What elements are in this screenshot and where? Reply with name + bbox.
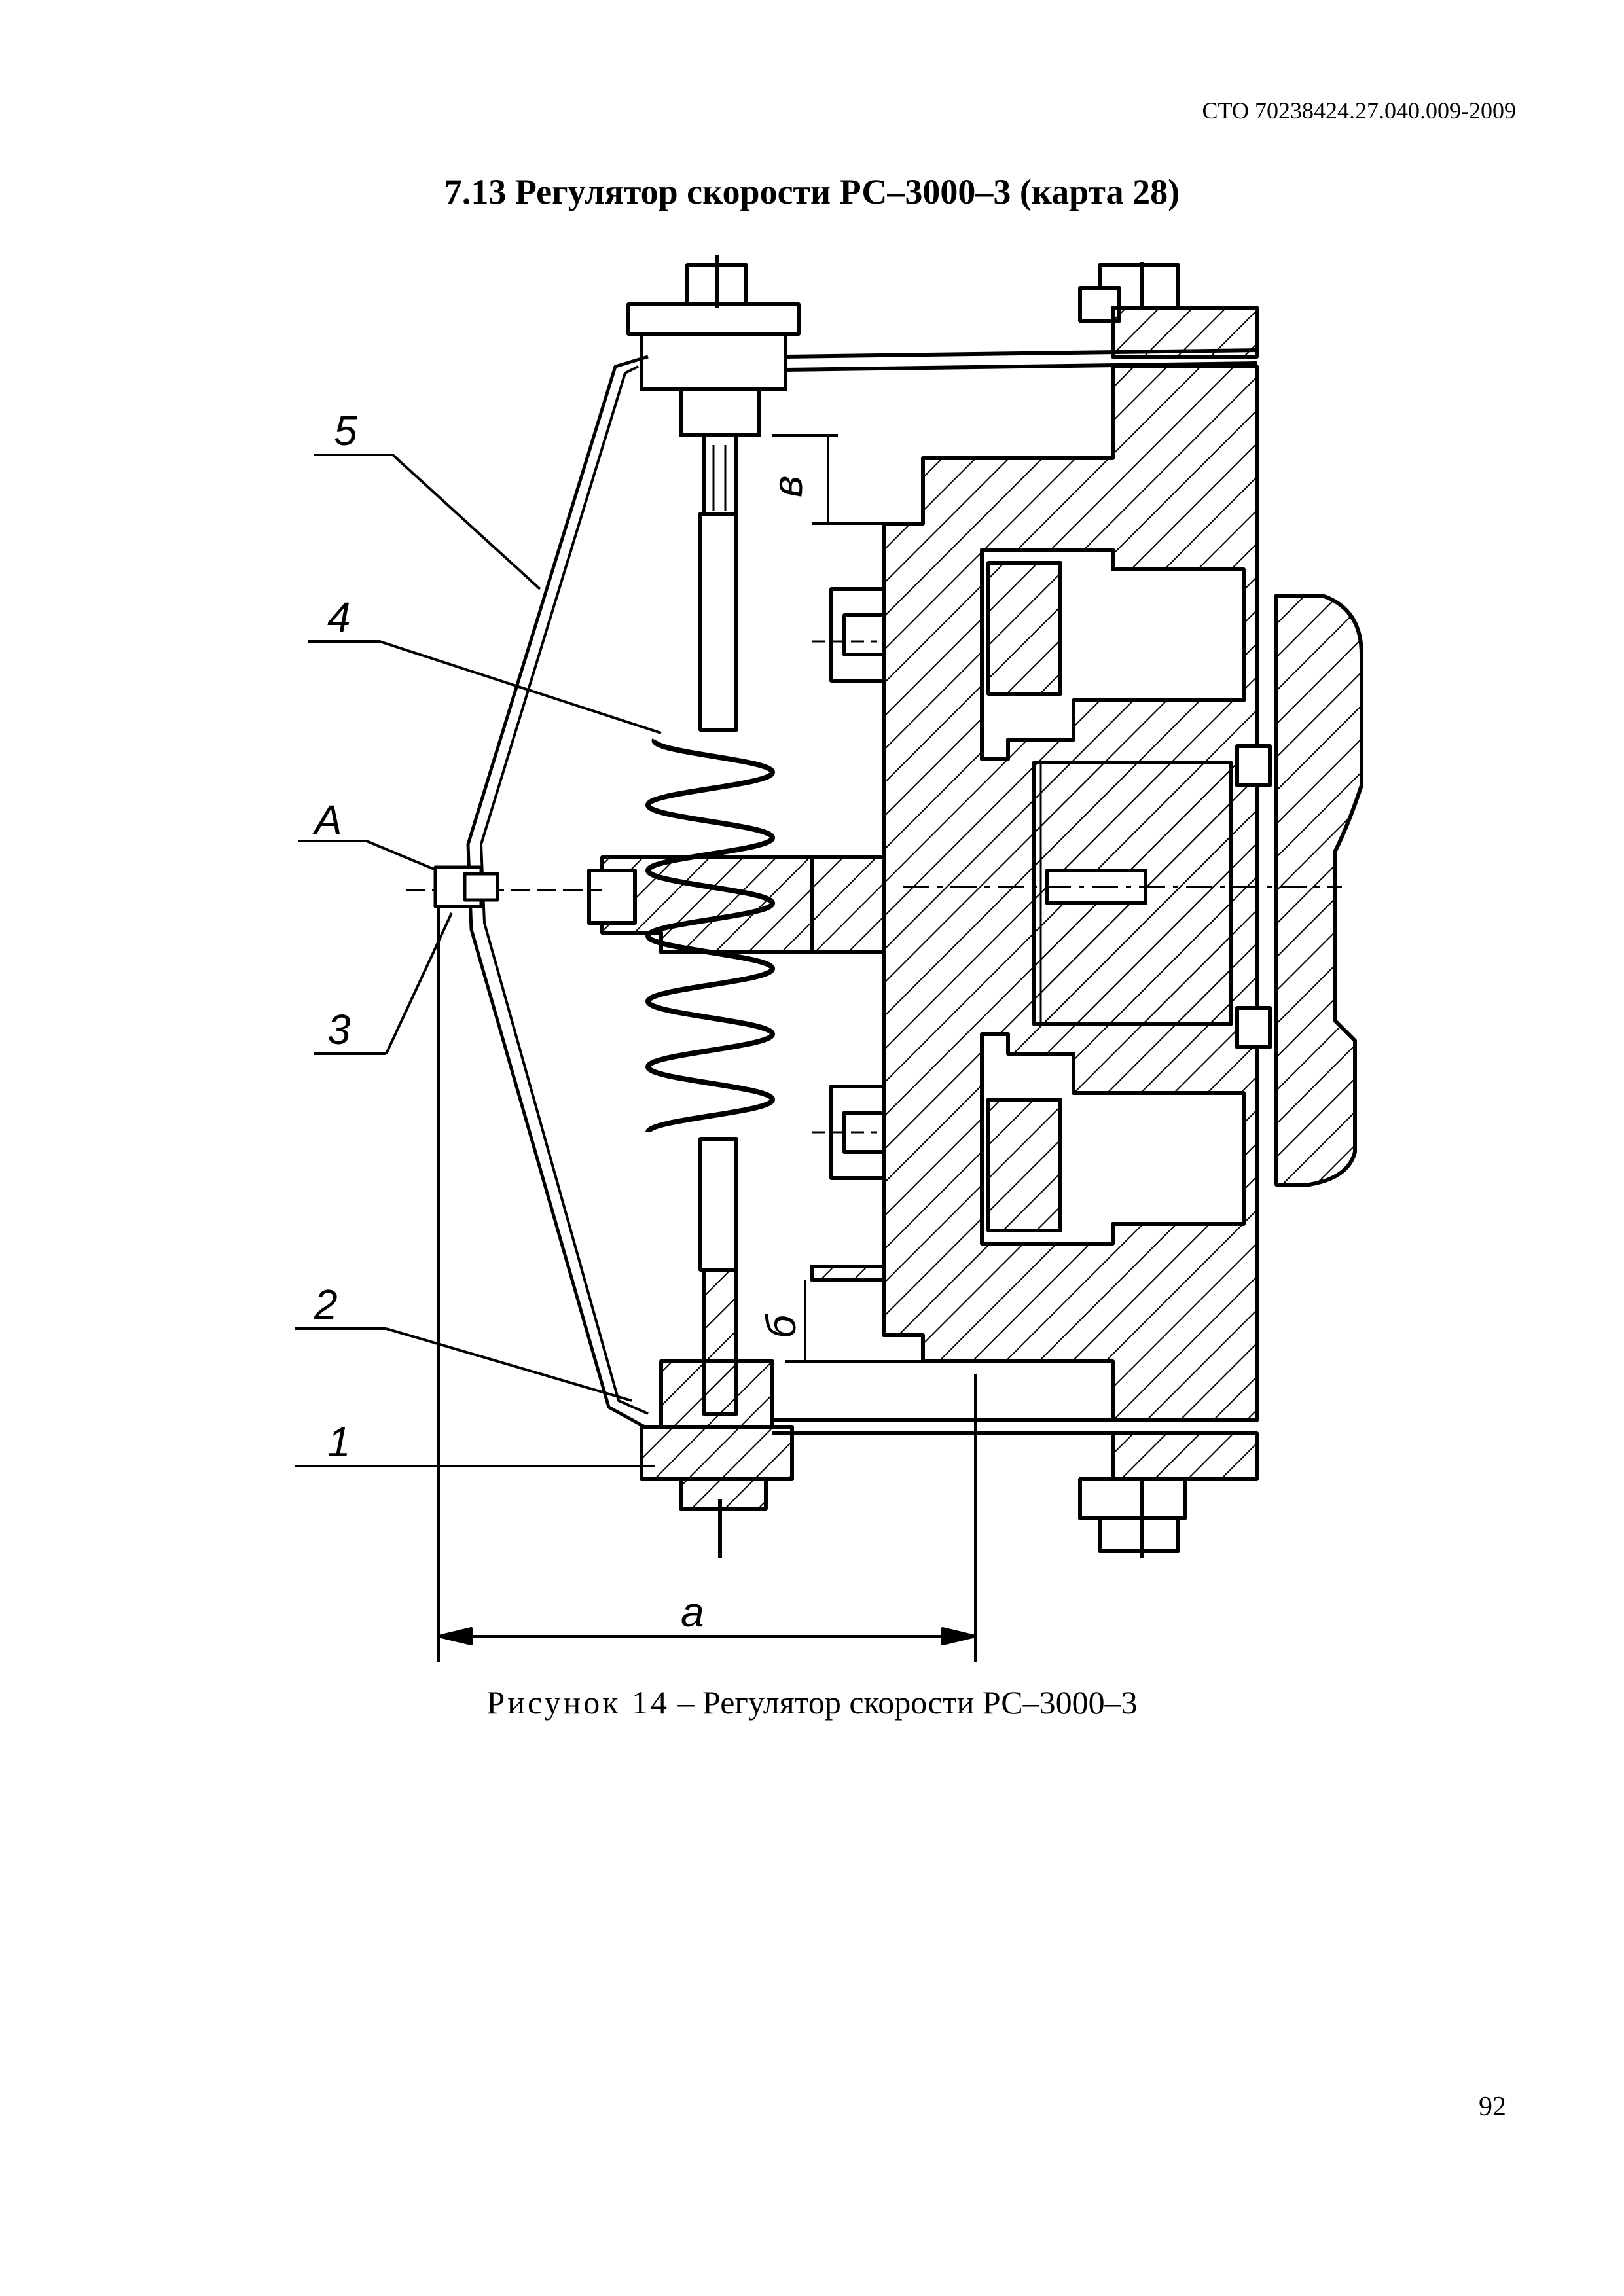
figure-caption: Рисунок 14 – Регулятор скорости РС–3000–…	[0, 1683, 1624, 1721]
dimension-b-label: б	[757, 1314, 804, 1338]
side-bolt-lower	[812, 1085, 886, 1180]
dimension-v-label: в	[764, 476, 811, 497]
upper-stem	[698, 433, 738, 732]
callout-5: 5	[334, 407, 357, 454]
callout-leaders	[295, 454, 662, 1467]
housing-body	[810, 365, 1363, 1422]
lower-stem	[640, 1137, 794, 1558]
callout-4: 4	[327, 594, 351, 641]
caption-separator: –	[677, 1684, 695, 1721]
callout-1: 1	[327, 1418, 351, 1465]
side-bolt-upper	[812, 587, 886, 683]
document-code: СТО 70238424.27.040.009-2009	[1202, 98, 1516, 124]
dimension-b	[785, 1280, 923, 1363]
top-right-bolt	[1078, 262, 1259, 359]
caption-text: Регулятор скорости РС–3000–3	[702, 1684, 1138, 1721]
callout-A: А	[312, 797, 342, 844]
dimension-a-label: а	[681, 1588, 704, 1636]
dimension-a	[437, 890, 977, 1662]
dimension-v	[772, 434, 884, 525]
bottom-right-bolt	[1078, 1431, 1259, 1558]
callout-3: 3	[327, 1006, 351, 1053]
top-left-bolt	[626, 255, 801, 437]
callout-2: 2	[314, 1281, 338, 1328]
figure-label: Рисунок 14	[486, 1684, 670, 1721]
page-number: 92	[1479, 2092, 1506, 2122]
section-title: 7.13 Регулятор скорости РС–3000–3 (карта…	[444, 172, 1180, 211]
spring	[645, 738, 775, 1134]
